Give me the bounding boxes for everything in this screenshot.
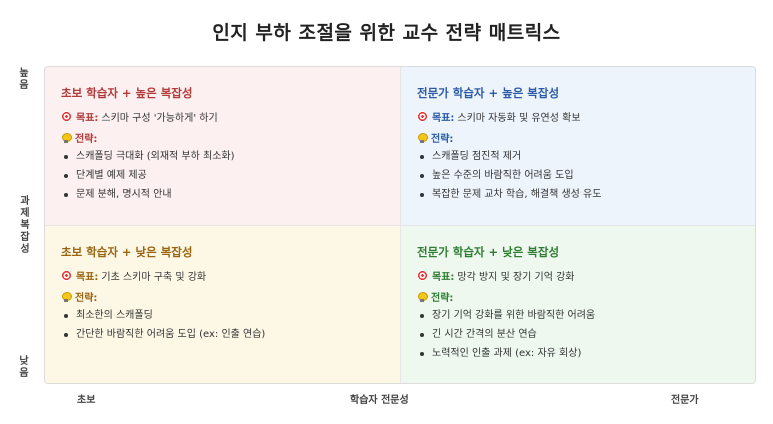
- y-axis-title: 과제 복잡성: [20, 196, 30, 255]
- x-axis-title: 학습자 전문성: [350, 395, 409, 406]
- list-item: 최소한의 스캐폴딩: [61, 309, 400, 323]
- quadrant-novice-low-complexity: 초보 학습자 + 낮은 복잡성 목표: 기초 스키마 구축 및 강화 전략: 최…: [45, 226, 401, 383]
- strategy-label: 전략:: [75, 293, 98, 304]
- strategy-list: 스캐폴딩 점진적 제거 높은 수준의 바람직한 어려움 도입 복잡한 문제 교차…: [417, 150, 755, 202]
- list-item: 장기 기억 강화를 위한 바람직한 어려움: [417, 309, 755, 323]
- quadrant-title: 전문가 학습자 + 높은 복잡성: [417, 86, 560, 100]
- goal-text: 망각 방지 및 장기 기억 강화: [457, 272, 575, 283]
- x-axis-high-label: 전문가: [671, 395, 699, 406]
- quadrant-title: 초보 학습자 + 높은 복잡성: [61, 86, 193, 100]
- goal-row: 목표: 스키마 자동화 및 유연성 확보: [417, 109, 755, 124]
- list-item: 긴 시간 간격의 분산 연습: [417, 328, 755, 342]
- list-item: 스캐폴딩 극대화 (외재적 부하 최소화): [61, 150, 400, 164]
- list-item: 복잡한 문제 교차 학습, 해결책 생성 유도: [417, 188, 755, 202]
- strategy-label: 전략:: [75, 134, 98, 145]
- goal-text: 스키마 구성 '가능하게' 하기: [101, 113, 218, 124]
- x-axis-low-label: 초보: [77, 395, 96, 406]
- lightbulb-icon: [418, 291, 428, 302]
- strategy-row: 전략:: [61, 289, 400, 304]
- target-icon: [61, 270, 72, 281]
- strategy-label: 전략:: [431, 134, 454, 145]
- lightbulb-icon: [418, 132, 428, 143]
- strategy-row: 전략:: [61, 130, 400, 145]
- list-item: 문제 분해, 명시적 안내: [61, 188, 400, 202]
- quadrant-expert-low-complexity: 전문가 학습자 + 낮은 복잡성 목표: 망각 방지 및 장기 기억 강화 전략…: [401, 226, 755, 383]
- strategy-list: 스캐폴딩 극대화 (외재적 부하 최소화) 단계별 예제 제공 문제 분해, 명…: [61, 150, 400, 202]
- list-item: 높은 수준의 바람직한 어려움 도입: [417, 169, 755, 183]
- list-item: 간단한 바람직한 어려움 도입 (ex: 인출 연습): [61, 328, 400, 342]
- list-item: 스캐폴딩 점진적 제거: [417, 150, 755, 164]
- goal-text: 기초 스키마 구축 및 강화: [101, 272, 207, 283]
- strategy-list: 최소한의 스캐폴딩 간단한 바람직한 어려움 도입 (ex: 인출 연습): [61, 309, 400, 342]
- y-axis-high-label: 높음: [19, 68, 29, 91]
- strategy-list: 장기 기억 강화를 위한 바람직한 어려움 긴 시간 간격의 분산 연습 노력적…: [417, 309, 755, 361]
- goal-label: 목표:: [76, 113, 99, 124]
- goal-label: 목표:: [432, 272, 455, 283]
- lightbulb-icon: [62, 132, 72, 143]
- goal-text: 스키마 자동화 및 유연성 확보: [457, 113, 581, 124]
- lightbulb-icon: [62, 291, 72, 302]
- quadrant-expert-high-complexity: 전문가 학습자 + 높은 복잡성 목표: 스키마 자동화 및 유연성 확보 전략…: [401, 67, 755, 226]
- strategy-label: 전략:: [431, 293, 454, 304]
- strategy-row: 전략:: [417, 289, 755, 304]
- list-item: 노력적인 인출 과제 (ex: 자유 회상): [417, 347, 755, 361]
- page-title: 인지 부하 조절을 위한 교수 전략 매트릭스: [212, 22, 561, 44]
- goal-row: 목표: 망각 방지 및 장기 기억 강화: [417, 268, 755, 283]
- goal-row: 목표: 기초 스키마 구축 및 강화: [61, 268, 400, 283]
- quadrant-title: 전문가 학습자 + 낮은 복잡성: [417, 245, 560, 259]
- quadrant-novice-high-complexity: 초보 학습자 + 높은 복잡성 목표: 스키마 구성 '가능하게' 하기 전략:…: [45, 67, 401, 226]
- goal-label: 목표:: [432, 113, 455, 124]
- matrix-grid: 초보 학습자 + 높은 복잡성 목표: 스키마 구성 '가능하게' 하기 전략:…: [44, 66, 756, 384]
- strategy-row: 전략:: [417, 130, 755, 145]
- goal-label: 목표:: [76, 272, 99, 283]
- target-icon: [417, 270, 428, 281]
- quadrant-title: 초보 학습자 + 낮은 복잡성: [61, 245, 193, 259]
- y-axis-low-label: 낮음: [19, 356, 29, 379]
- goal-row: 목표: 스키마 구성 '가능하게' 하기: [61, 109, 400, 124]
- target-icon: [61, 111, 72, 122]
- target-icon: [417, 111, 428, 122]
- list-item: 단계별 예제 제공: [61, 169, 400, 183]
